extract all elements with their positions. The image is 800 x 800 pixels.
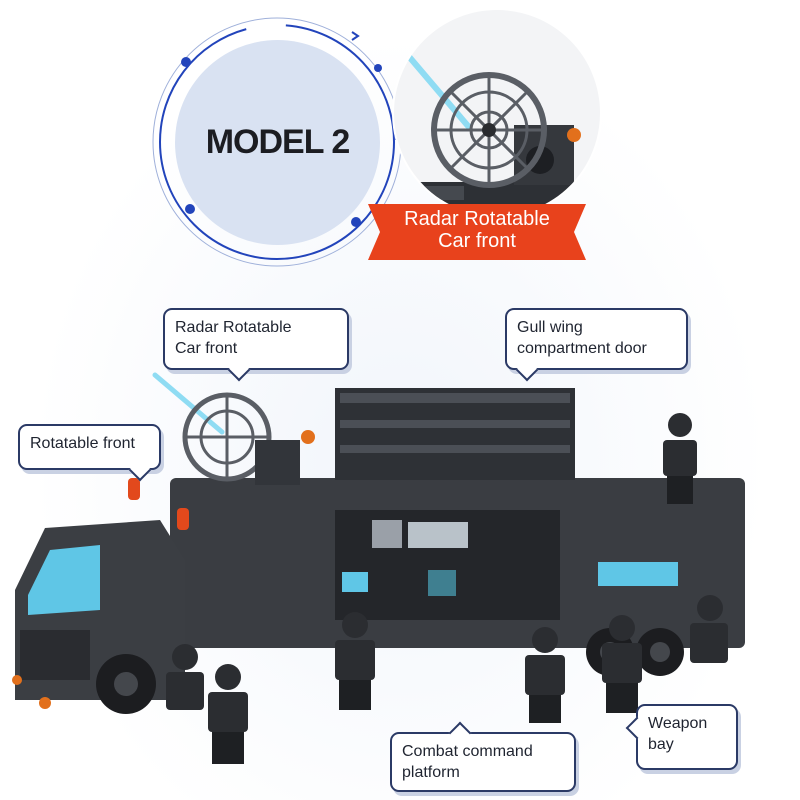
minifigure-icon bbox=[690, 595, 728, 663]
ring-dot bbox=[374, 64, 382, 72]
callout-radar-line-2: Car front bbox=[175, 340, 238, 357]
callout-gull-wing: Gull wing compartment door bbox=[505, 308, 688, 382]
gull-wing-door bbox=[335, 388, 575, 480]
model-title: MODEL 2 bbox=[205, 123, 351, 161]
callout-combat-line-1: Combat command bbox=[402, 743, 533, 760]
callout-combat-line-2: platform bbox=[402, 764, 460, 781]
callout-radar-line-1: Radar Rotatable bbox=[175, 319, 292, 336]
minifigure-icon bbox=[602, 615, 642, 713]
minifigure-icon bbox=[208, 664, 248, 764]
minifigure-icon bbox=[335, 612, 375, 710]
model-badge: MODEL 2 bbox=[175, 40, 380, 245]
callout-weapon: Weapon bay bbox=[625, 704, 738, 770]
ring-dot bbox=[351, 217, 361, 227]
callout-rotatable-front: Rotatable front bbox=[18, 424, 161, 482]
callout-gull-wing-line-1: Gull wing bbox=[517, 319, 583, 336]
beacon-light-icon bbox=[177, 508, 189, 530]
minifigure-icon bbox=[663, 413, 697, 504]
windshield bbox=[28, 545, 100, 615]
callout-radar: Radar Rotatable Car front bbox=[163, 308, 349, 382]
ring-dot bbox=[185, 204, 195, 214]
beacon-light-icon bbox=[128, 478, 140, 500]
callout-combat: Combat command platform bbox=[390, 721, 576, 792]
callout-rotatable-front-line-1: Rotatable front bbox=[30, 435, 135, 452]
minifigure-icon bbox=[525, 627, 565, 723]
callout-gull-wing-line-2: compartment door bbox=[517, 340, 647, 357]
trailer-window bbox=[598, 562, 678, 586]
ribbon-line-1: Radar Rotatable bbox=[404, 208, 550, 230]
callout-weapon-line-1: Weapon bbox=[648, 715, 708, 732]
ring-dot bbox=[181, 57, 191, 67]
ribbon-banner bbox=[368, 204, 586, 260]
callout-weapon-line-2: bay bbox=[648, 736, 674, 753]
ribbon-label: Radar Rotatable Car front bbox=[368, 208, 586, 252]
ribbon-line-2: Car front bbox=[438, 230, 516, 252]
minifigure-icon bbox=[166, 644, 204, 710]
